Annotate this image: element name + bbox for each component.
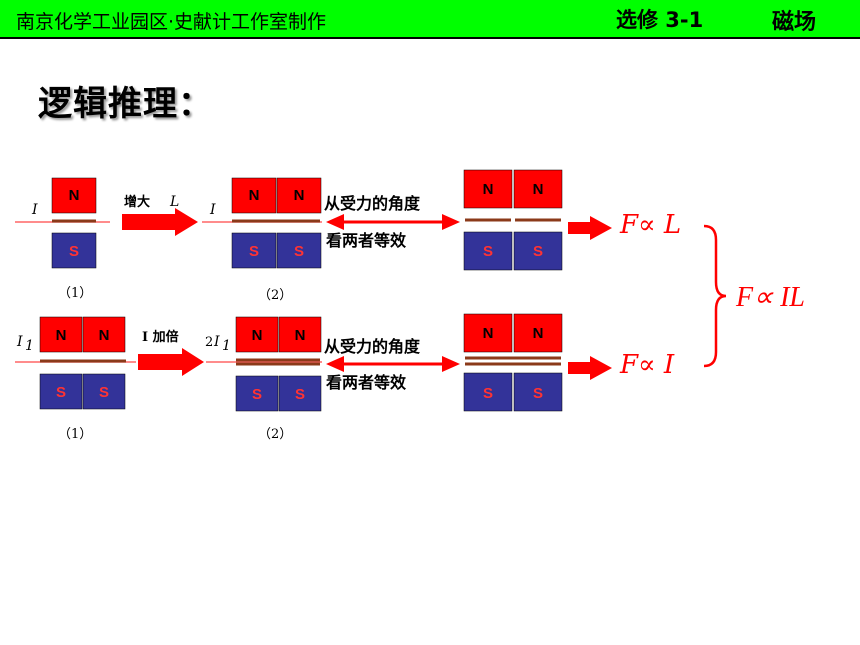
north-label: N [295, 327, 306, 344]
north-pole [39, 316, 83, 353]
south-pole [231, 232, 277, 269]
equiv-arrow-left [326, 214, 344, 230]
south-label: S [249, 243, 259, 260]
current2-label: I [213, 334, 220, 350]
result-arrow-1 [568, 216, 612, 240]
header-author: 南京化学工业园区·史献计工作室制作 [16, 11, 327, 33]
south-label: S [295, 386, 305, 403]
south-label: S [56, 384, 66, 401]
north-pole [51, 177, 97, 214]
equiv-text-2: 看两者等效 [325, 373, 406, 392]
north-label: N [249, 187, 260, 204]
current1-label: I [16, 334, 23, 350]
case-label-2: （2） [258, 288, 292, 303]
case-label-1: （1） [58, 427, 92, 442]
equiv-arrow-right [442, 356, 460, 372]
current2-coef: 2 [205, 335, 213, 350]
equiv-arrow-left [326, 356, 344, 372]
result-arrow-2 [568, 356, 612, 380]
formula-f-il: F∝ IL [735, 282, 805, 313]
north-label: N [483, 325, 494, 342]
south-label: S [533, 243, 543, 260]
current2-sub: 1 [222, 338, 231, 354]
north-pole [231, 177, 277, 214]
double-arrow [138, 348, 204, 376]
increase-var: L [169, 194, 179, 210]
south-pole [82, 373, 126, 410]
north-label: N [252, 327, 263, 344]
south-pole [463, 372, 513, 412]
north-label: N [483, 181, 494, 198]
double-label: I 加倍 [142, 329, 179, 345]
south-pole [463, 231, 513, 271]
north-pole [463, 313, 513, 353]
south-label: S [69, 243, 79, 260]
north-label: N [69, 187, 80, 204]
north-label: N [533, 181, 544, 198]
formula-f-i: F∝ I [619, 350, 675, 380]
south-label: S [252, 386, 262, 403]
south-label: S [294, 243, 304, 260]
south-label: S [99, 384, 109, 401]
south-label: S [483, 385, 493, 402]
equiv-arrow-right [442, 214, 460, 230]
south-pole [278, 375, 322, 412]
case-label-1: （1） [58, 286, 92, 301]
north-label: N [99, 327, 110, 344]
north-pole [463, 169, 513, 209]
north-pole [513, 169, 563, 209]
south-pole [51, 232, 97, 269]
current1-sub: 1 [25, 338, 34, 354]
increase-label: 增大 [124, 194, 150, 210]
south-pole [513, 231, 563, 271]
north-pole [278, 316, 322, 353]
south-pole [235, 375, 279, 412]
current-label: I [31, 202, 38, 218]
north-pole [276, 177, 322, 214]
header-topic: 磁场 [772, 10, 817, 35]
equiv-text-1: 从受力的角度 [324, 194, 421, 213]
south-pole [39, 373, 83, 410]
south-pole [276, 232, 322, 269]
north-pole [513, 313, 563, 353]
north-label: N [56, 327, 67, 344]
header-bar: 南京化学工业园区·史献计工作室制作 选修 3-1 磁场 [0, 0, 860, 39]
header-course: 选修 3-1 [616, 8, 704, 32]
south-label: S [483, 243, 493, 260]
increase-arrow [122, 208, 198, 236]
south-pole [513, 372, 563, 412]
brace [703, 224, 727, 368]
current-label: I [209, 202, 216, 218]
slide-title: 逻辑推理： [38, 84, 213, 124]
north-label: N [294, 187, 305, 204]
case-label-2: （2） [258, 427, 292, 442]
formula-f-l: F∝ L [619, 210, 681, 240]
north-pole [82, 316, 126, 353]
north-label: N [533, 325, 544, 342]
equiv-text-2: 看两者等效 [325, 231, 406, 250]
south-label: S [533, 385, 543, 402]
equiv-text-1: 从受力的角度 [324, 337, 421, 356]
north-pole [235, 316, 279, 353]
